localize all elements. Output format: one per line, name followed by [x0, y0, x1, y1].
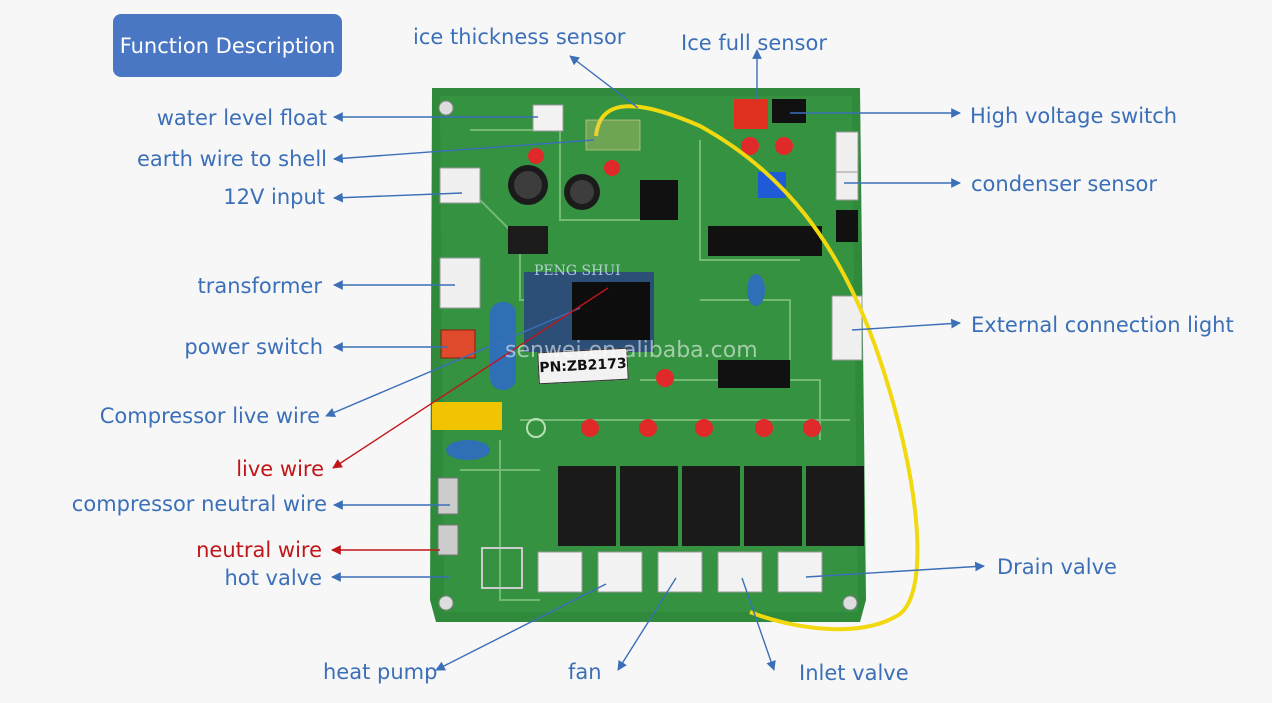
label-compressor-neutral-wire: compressor neutral wire: [71, 492, 327, 516]
function-description-title: Function Description: [113, 14, 342, 77]
label-compressor-live-wire: Compressor live wire: [99, 404, 320, 428]
left-connectors: [432, 104, 564, 589]
label-water-level-float: water level float: [156, 106, 327, 130]
bottom-connectors: [537, 551, 823, 593]
callout-arrows: [325, 49, 985, 671]
label-12v-input: 12V input: [223, 185, 325, 209]
label-inlet-valve: Inlet valve: [799, 661, 909, 685]
label-neutral-wire: neutral wire: [196, 538, 322, 562]
label-live-wire: live wire: [236, 457, 324, 481]
label-hot-valve: hot valve: [224, 566, 322, 590]
label-ice-thickness-sensor: ice thickness sensor: [413, 25, 626, 49]
relay-row: [558, 466, 864, 546]
label-fan: fan: [568, 660, 602, 684]
label-transformer: transformer: [197, 274, 322, 298]
label-drain-valve: Drain valve: [997, 555, 1117, 579]
label-external-connection-light: External connection light: [971, 313, 1234, 337]
yellow-wire: [594, 104, 920, 632]
label-high-voltage-switch: High voltage switch: [970, 104, 1178, 128]
label-heat-pump: heat pump: [323, 660, 438, 684]
label-power-switch: power switch: [184, 335, 323, 359]
label-condenser-sensor: condenser sensor: [971, 172, 1158, 196]
label-earth-wire-to-shell: earth wire to shell: [136, 147, 327, 171]
label-ice-full-sensor: Ice full sensor: [681, 31, 827, 55]
board-brand-text: PENG SHUI: [534, 263, 621, 279]
watermark-text: senwei.en.alibaba.com: [505, 338, 758, 363]
callout-arrows-red: [331, 287, 609, 555]
components: [446, 99, 863, 460]
